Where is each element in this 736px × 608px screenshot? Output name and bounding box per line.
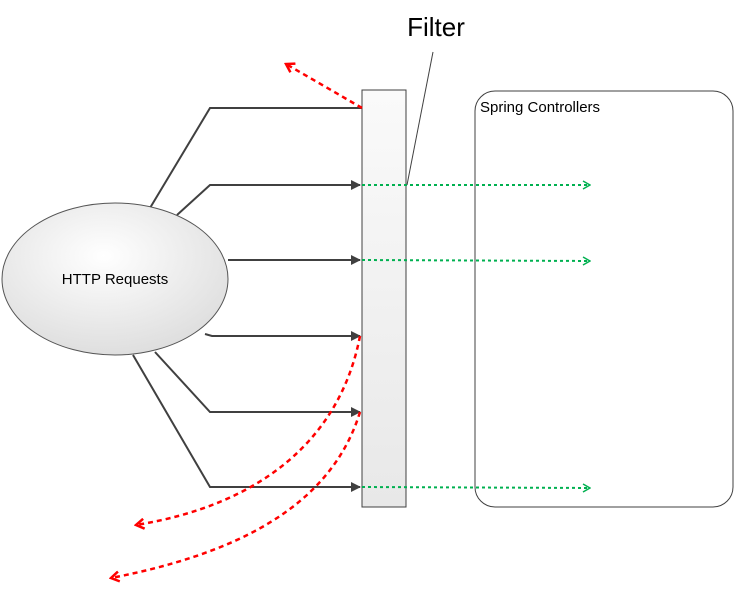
- request-arrow: [149, 107, 362, 209]
- passed-arrows: [361, 185, 590, 488]
- request-arrow: [204, 331, 361, 341]
- rejected-arrows: [111, 64, 363, 578]
- request-arrows: [132, 107, 362, 492]
- http-requests-label: HTTP Requests: [62, 271, 168, 288]
- request-arrow: [132, 354, 361, 492]
- passed-arrow: [361, 260, 590, 261]
- rejected-arrow: [136, 335, 362, 525]
- request-arrow: [176, 180, 361, 216]
- rejected-arrow: [286, 64, 363, 110]
- spring-controllers-box: [474, 90, 734, 508]
- rejected-arrow: [111, 411, 362, 578]
- filter-callout-line: [406, 51, 434, 186]
- request-arrow: [154, 351, 361, 417]
- spring-controllers-label: Spring Controllers: [480, 99, 600, 116]
- filter-box: [361, 89, 407, 508]
- passed-arrow: [361, 487, 590, 488]
- filter-label: Filter: [407, 12, 465, 42]
- http-requests-node: [1, 202, 229, 356]
